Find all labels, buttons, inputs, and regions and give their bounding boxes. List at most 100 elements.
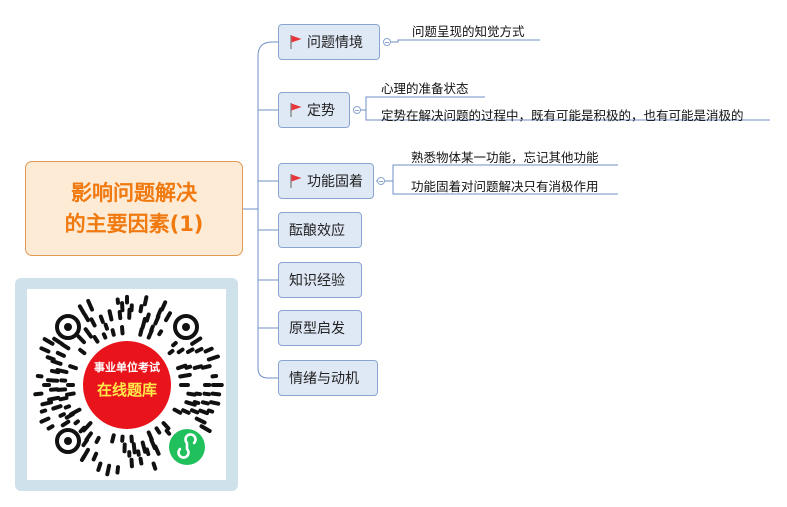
qr-badge-line2: 在线题库 (97, 381, 157, 399)
qr-module (206, 408, 215, 414)
qr-module (144, 312, 151, 323)
qr-module (154, 426, 162, 435)
branch-label: 知识经验 (289, 273, 345, 289)
qr-module (149, 324, 155, 333)
qr-module (91, 451, 99, 462)
qr-module (138, 456, 144, 466)
qr-module (194, 346, 204, 354)
qr-code[interactable]: 事业单位考试 在线题库 (27, 289, 226, 480)
qr-corner-marker (55, 314, 81, 340)
qr-module (161, 421, 171, 431)
qr-module (77, 304, 86, 316)
qr-module (68, 364, 78, 371)
qr-module (176, 363, 188, 371)
red-flag-icon (290, 103, 302, 117)
qr-module (144, 447, 151, 457)
collapse-toggle[interactable] (383, 38, 391, 46)
qr-module (96, 461, 103, 472)
qr-module (63, 404, 72, 410)
branch-label: 原型启发 (289, 321, 345, 337)
branch-problem-situation[interactable]: 问题情境 (278, 24, 380, 60)
qr-module (202, 391, 212, 397)
qr-module (45, 355, 56, 362)
qr-module (83, 327, 93, 339)
qr-module (192, 364, 204, 370)
qr-module (50, 359, 63, 366)
qr-module (210, 391, 222, 397)
qr-module (56, 387, 68, 392)
qr-module (55, 350, 66, 358)
qr-module (176, 347, 185, 355)
collapse-toggle[interactable] (377, 177, 385, 185)
qr-module (192, 400, 201, 406)
branch-prototype-inspiration[interactable]: 原型启发 (278, 310, 362, 346)
qr-module (138, 327, 144, 337)
qr-module (189, 408, 200, 415)
qr-module (117, 310, 123, 321)
branch-label: 定势 (307, 103, 335, 119)
qr-module (203, 346, 214, 354)
qr-module (159, 300, 168, 312)
qr-module (76, 334, 86, 345)
branch-incubation-effect[interactable]: 酝酿效应 (278, 212, 362, 248)
qr-module (140, 316, 147, 330)
qr-module (52, 336, 64, 346)
qr-module (157, 329, 164, 337)
qr-module (51, 404, 63, 411)
qr-module (42, 337, 55, 346)
branch-knowledge-experience[interactable]: 知识经验 (278, 262, 362, 298)
qr-module (98, 314, 105, 324)
leaf-topic[interactable]: 熟悉物体某一功能，忘记其他功能 (411, 150, 599, 165)
qr-module (110, 433, 116, 444)
qr-module (153, 444, 161, 456)
qr-module (101, 332, 108, 340)
qr-module (78, 347, 87, 356)
branch-label: 情绪与动机 (289, 371, 359, 387)
qr-module (115, 465, 121, 475)
qr-module (194, 416, 207, 425)
qr-module (64, 412, 75, 420)
qr-module (110, 328, 116, 337)
qr-pattern (33, 294, 224, 477)
red-flag-icon (290, 174, 302, 188)
qr-module (151, 461, 158, 471)
qr-module (79, 454, 86, 463)
branch-label: 酝酿效应 (289, 223, 345, 239)
qr-module (47, 395, 61, 402)
qr-module (140, 440, 148, 454)
qr-module (89, 317, 97, 328)
qr-module (131, 442, 137, 455)
qr-module (105, 463, 112, 477)
qr-module (206, 354, 220, 362)
branch-emotion-motivation[interactable]: 情绪与动机 (278, 360, 378, 396)
qr-module (107, 309, 114, 322)
qr-module (39, 416, 51, 424)
branch-functional-fixedness[interactable]: 功能固着 (278, 163, 374, 199)
qr-module (86, 298, 95, 312)
collapse-toggle[interactable] (353, 106, 361, 114)
leaf-topic[interactable]: 定势在解决问题的过程中，既有可能是积极的，也有可能是消极的 (381, 108, 744, 123)
qr-module (184, 364, 193, 370)
qr-module (49, 368, 61, 375)
leaf-topic[interactable]: 功能固着对问题解决只有消极作用 (411, 179, 599, 194)
qr-module (78, 425, 86, 434)
qr-module (46, 424, 55, 431)
leaf-topic[interactable]: 心理的准备状态 (381, 81, 469, 96)
qr-module (209, 400, 221, 406)
qr-module (81, 438, 89, 448)
qr-module (92, 335, 100, 344)
qr-module (45, 378, 60, 383)
qr-corner-marker (173, 314, 199, 340)
qr-module (178, 372, 192, 379)
qr-module (83, 313, 90, 323)
branch-mental-set[interactable]: 定势 (278, 92, 350, 128)
qr-module (171, 340, 178, 348)
qr-module (33, 391, 44, 397)
red-flag-icon (290, 35, 302, 49)
leaf-topic[interactable]: 问题呈现的知觉方式 (412, 24, 525, 39)
qr-module (103, 322, 109, 331)
qr-badge (83, 341, 171, 429)
qr-module (190, 336, 203, 346)
root-topic[interactable]: 影响问题解决 的主要因素(1) (25, 161, 243, 256)
